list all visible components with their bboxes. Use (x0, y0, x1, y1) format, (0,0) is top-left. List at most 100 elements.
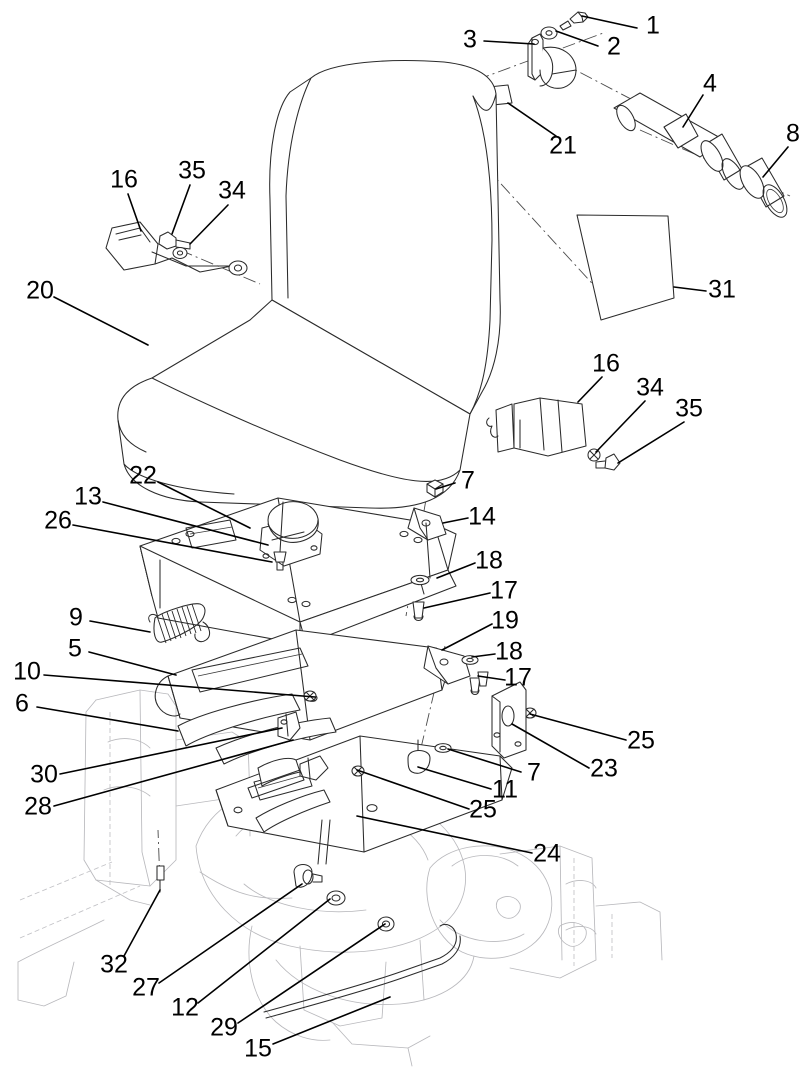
callout-leader-line (158, 883, 303, 984)
callout-number: 18 (495, 638, 523, 666)
callout-number: 10 (13, 658, 41, 686)
callout-leader-line (102, 501, 269, 546)
callout-4: 4 (682, 70, 717, 128)
callout-27: 27 (132, 883, 303, 1002)
callout-leader-line (36, 706, 179, 732)
seat-cushion-assembly (117, 60, 501, 509)
callout-29: 29 (210, 923, 386, 1042)
callout-number: 22 (129, 462, 157, 490)
callout-14: 14 (442, 503, 496, 531)
callout-leader-line (89, 620, 151, 633)
tension-spring (148, 603, 211, 644)
callout-number: 19 (491, 607, 519, 635)
callout-12: 12 (171, 898, 331, 1022)
callout-number: 3 (463, 26, 477, 54)
callout-10: 10 (13, 658, 316, 698)
callout-23: 23 (511, 723, 618, 783)
right-belt-bracket-group (486, 397, 621, 471)
callout-number: 29 (210, 1014, 238, 1042)
callout-18: 18 (436, 547, 503, 579)
callout-24: 24 (356, 815, 561, 868)
callout-number: 24 (533, 840, 561, 868)
callout-leader-line (435, 482, 456, 490)
callout-number: 18 (475, 547, 503, 575)
callout-number: 26 (44, 507, 72, 535)
callout-number: 12 (171, 994, 199, 1022)
callout-leader-line (272, 996, 391, 1045)
callout-28: 28 (24, 739, 294, 821)
callout-number: 30 (30, 761, 58, 789)
roller-tube-assembly (613, 92, 788, 218)
callout-number: 35 (675, 395, 703, 423)
callout-leader-line (555, 30, 599, 47)
callout-7: 7 (435, 467, 475, 495)
callout-number: 7 (461, 467, 475, 495)
callout-leader-line (53, 739, 294, 807)
seat-belt-anchor-hardware (527, 11, 589, 89)
callout-number: 27 (132, 974, 160, 1002)
callout-35: 35 (617, 395, 703, 464)
callout-leader-line (441, 623, 493, 651)
callout-number: 4 (703, 70, 717, 98)
fastener-hardware-group (303, 479, 537, 777)
callout-35: 35 (171, 157, 206, 235)
callout-17: 17 (423, 577, 518, 609)
callout-25: 25 (356, 769, 497, 824)
callout-leader-line (88, 651, 177, 676)
callout-number: 9 (69, 604, 83, 632)
callout-number: 32 (100, 951, 128, 979)
callout-leader-line (356, 815, 533, 854)
callout-13: 13 (74, 483, 269, 546)
callout-number: 28 (24, 793, 52, 821)
callout-18: 18 (471, 638, 523, 666)
callout-number: 16 (592, 350, 620, 378)
callout-leader-line (442, 517, 469, 524)
callout-32: 32 (100, 889, 161, 979)
callout-9: 9 (69, 604, 151, 633)
callout-number: 25 (627, 727, 655, 755)
callout-number: 8 (786, 120, 800, 148)
callout-6: 6 (15, 690, 179, 732)
callout-number: 20 (26, 277, 54, 305)
callout-leader-line (127, 193, 142, 232)
callout-leader-line (171, 184, 191, 235)
seat-mount-plate-assembly (139, 497, 457, 645)
callout-number: 17 (504, 664, 532, 692)
callout-leader-line (43, 674, 316, 698)
callout-leader-line (447, 748, 522, 773)
callout-number: 13 (74, 483, 102, 511)
callout-leader-line (53, 296, 149, 346)
callout-25: 25 (529, 713, 655, 755)
callout-number: 34 (218, 177, 246, 205)
callout-leader-line (511, 723, 590, 769)
callout-leader-line (189, 204, 229, 245)
callout-number: 25 (469, 796, 497, 824)
callout-2: 2 (555, 30, 621, 61)
callout-1: 1 (581, 12, 660, 40)
callout-number: 14 (468, 503, 496, 531)
callout-number: 31 (708, 276, 736, 304)
callout-34: 34 (189, 177, 246, 245)
callout-5: 5 (68, 635, 177, 676)
callout-16: 16 (577, 350, 620, 403)
callout-16: 16 (110, 166, 142, 232)
callout-17: 17 (477, 664, 532, 692)
callout-leader-line (197, 898, 331, 1004)
callout-leader-line (423, 592, 491, 609)
callout-leader-line (673, 286, 707, 292)
callout-31: 31 (673, 276, 736, 304)
callout-11: 11 (417, 766, 518, 804)
callout-leader-line (682, 94, 704, 128)
callout-leader-line (72, 524, 273, 563)
callout-leader-line (577, 376, 603, 403)
callout-19: 19 (441, 607, 519, 651)
callout-number: 15 (244, 1035, 272, 1063)
callout-leader-line (483, 40, 535, 45)
callout-leader-line (417, 766, 492, 790)
callout-leader-line (529, 713, 627, 741)
callout-7: 7 (447, 748, 541, 787)
callout-number: 11 (492, 776, 518, 804)
